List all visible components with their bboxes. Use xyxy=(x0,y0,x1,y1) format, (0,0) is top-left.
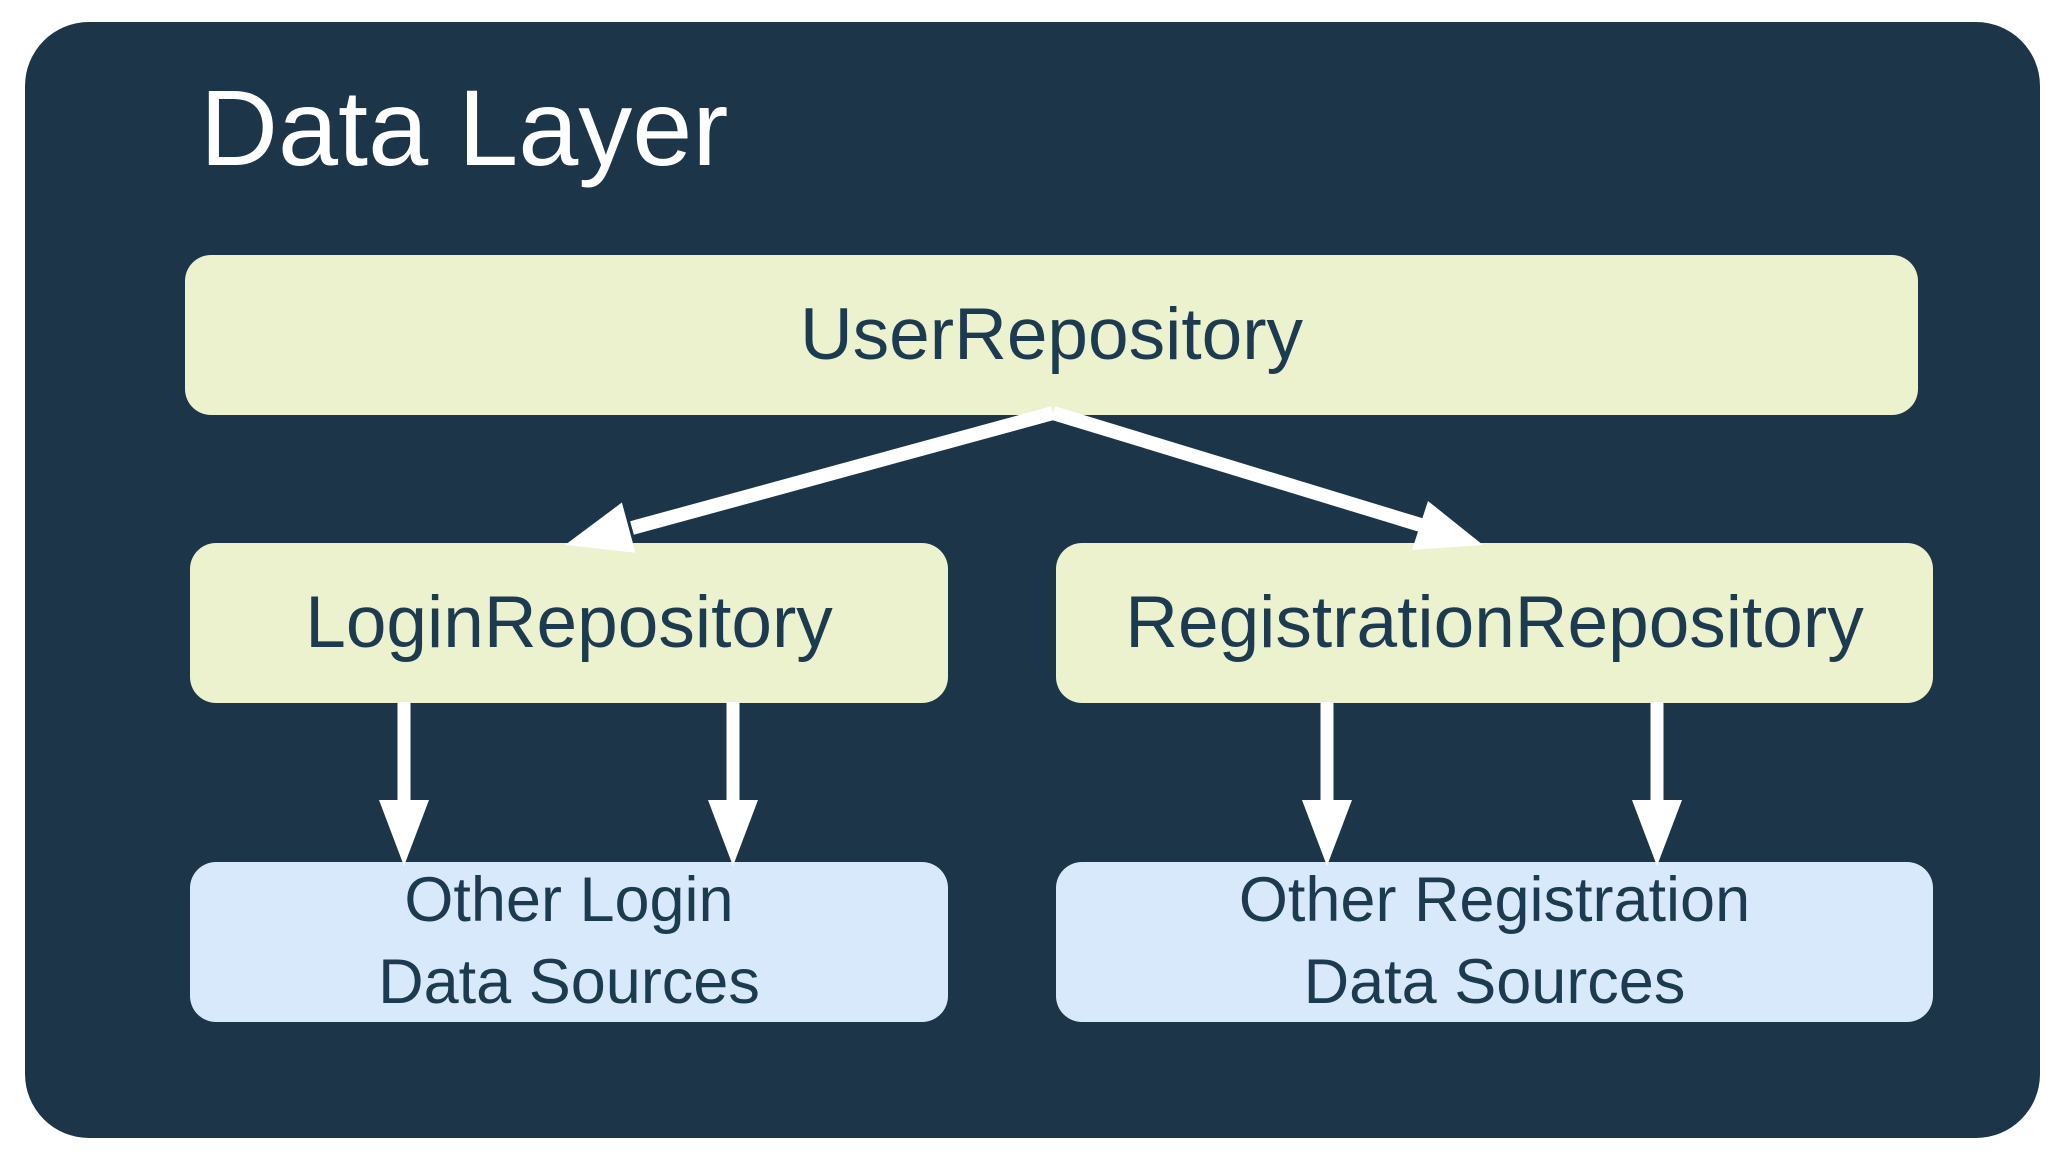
other-login-line-1: Other Login xyxy=(404,865,734,936)
node-login-repository-label: LoginRepository xyxy=(305,581,833,663)
node-user-repository: UserRepository xyxy=(185,255,1918,415)
diagram-title: Data Layer xyxy=(200,67,729,188)
node-login-repository: LoginRepository xyxy=(190,543,948,703)
other-registration-line-1: Other Registration xyxy=(1238,865,1751,936)
node-other-registration-data-sources-label: Other Registration Data Sources xyxy=(1239,860,1750,1024)
node-registration-repository-label: RegistrationRepository xyxy=(1125,581,1864,663)
node-other-login-data-sources-label: Other Login Data Sources xyxy=(378,860,760,1024)
other-registration-line-2: Data Sources xyxy=(1303,947,1686,1017)
node-other-registration-data-sources: Other Registration Data Sources xyxy=(1056,862,1933,1022)
node-user-repository-label: UserRepository xyxy=(799,293,1304,375)
node-registration-repository: RegistrationRepository xyxy=(1056,543,1933,703)
other-login-line-2: Data Sources xyxy=(378,947,760,1017)
node-other-login-data-sources: Other Login Data Sources xyxy=(190,862,948,1022)
